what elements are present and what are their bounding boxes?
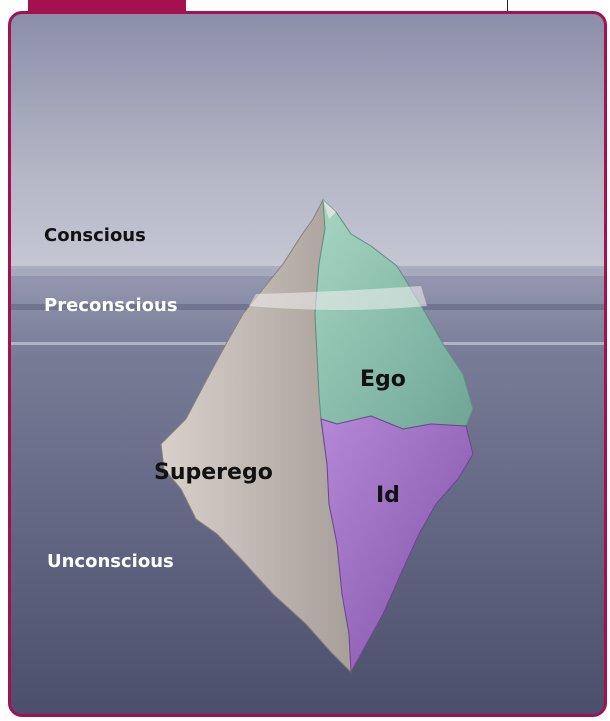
level-label-unconscious: Unconscious (47, 551, 174, 572)
part-label-superego: Superego (154, 460, 273, 485)
part-label-ego: Ego (360, 367, 406, 392)
level-label-conscious: Conscious (44, 225, 146, 246)
figure-frame: Conscious Preconscious Unconscious Ego S… (8, 11, 607, 717)
level-label-preconscious: Preconscious (44, 295, 178, 316)
part-label-id: Id (376, 483, 400, 508)
iceberg-illustration (11, 14, 604, 714)
